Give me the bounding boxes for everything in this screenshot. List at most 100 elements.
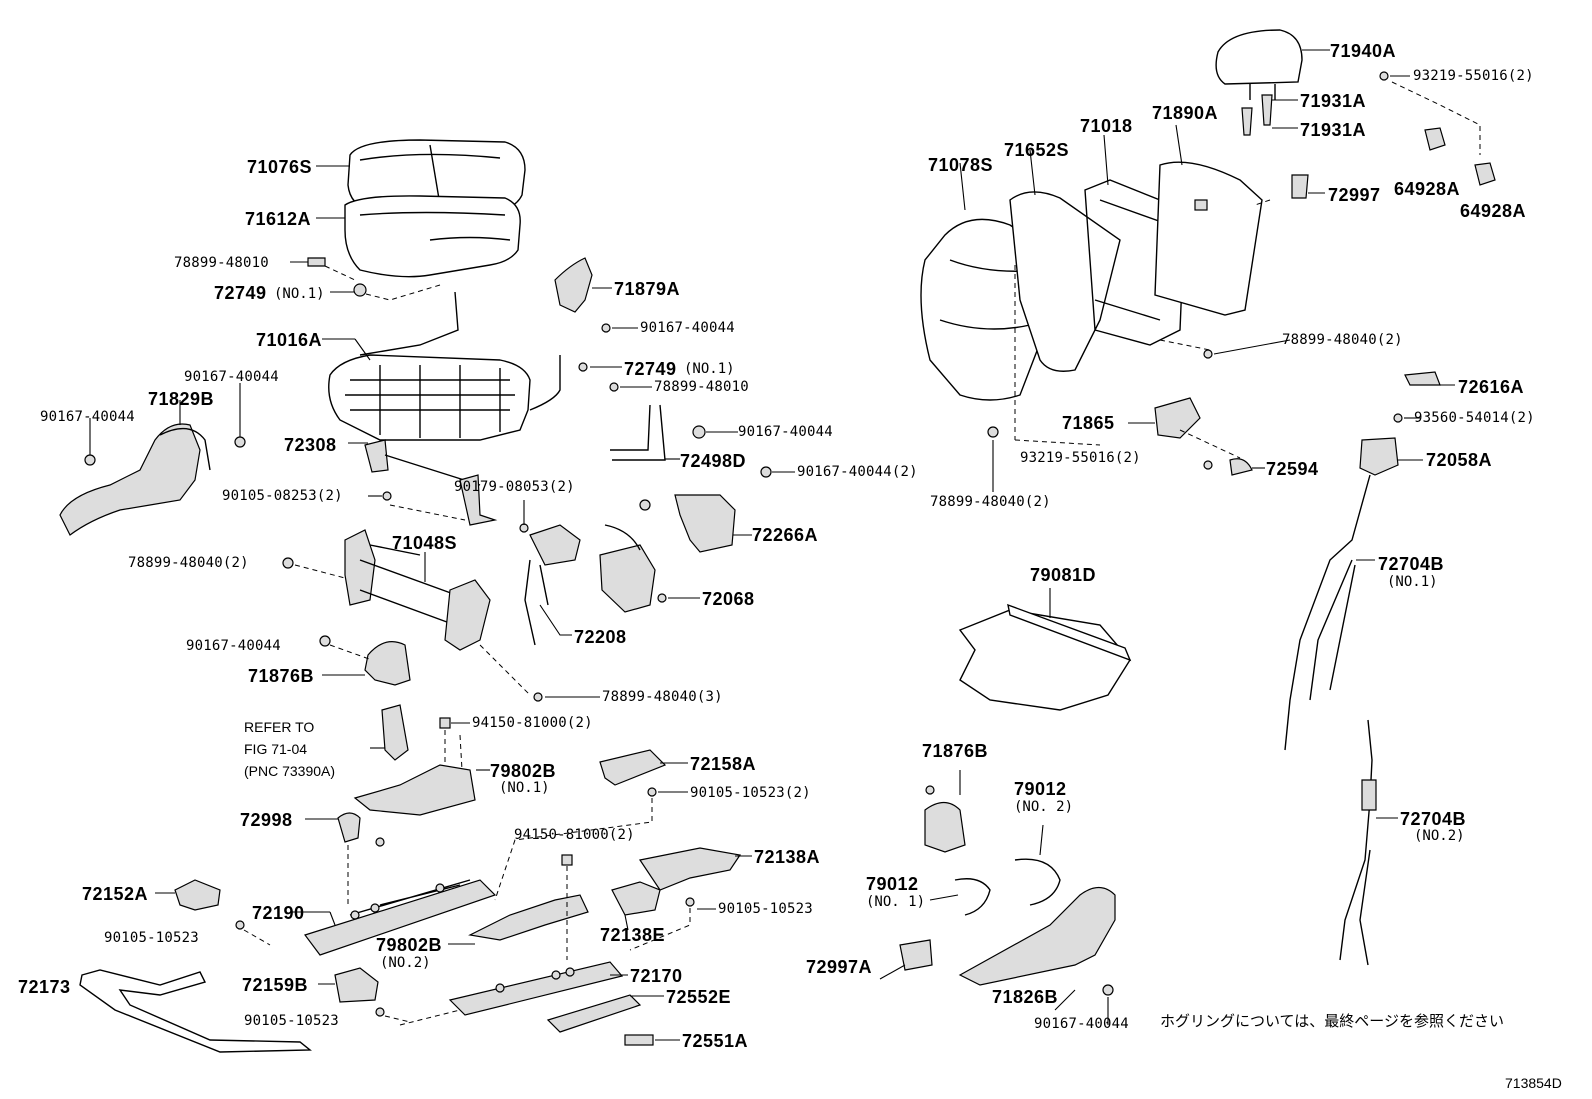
rail-72170	[448, 961, 624, 1016]
callout-72551A: 72551A	[682, 1031, 749, 1051]
callout-72552E: 72552E	[666, 987, 732, 1007]
callout-71876B: 71876B	[922, 741, 989, 761]
callout-71048S: 71048S	[392, 533, 458, 553]
callout-94150-81000: 94150-81000(2)	[472, 715, 593, 731]
callout-90105-10523: 90105-10523(2)	[690, 785, 811, 801]
guide-64928A-a	[1424, 127, 1446, 151]
callout-71931A: 71931A	[1300, 120, 1367, 140]
callout-90105-10523: 90105-10523	[718, 901, 813, 917]
headrest-71940A	[1215, 29, 1303, 85]
callout-72749: 72749	[214, 283, 267, 303]
callout-72208: 72208	[574, 627, 627, 647]
callout-71826B: 71826B	[992, 987, 1059, 1007]
callout-qualifier: (NO.1)	[1387, 574, 1438, 590]
callout-71016A: 71016A	[256, 330, 323, 350]
callout-72138E: 72138E	[600, 925, 666, 945]
handle-72058A	[1359, 437, 1399, 476]
cushion-frame	[328, 291, 561, 441]
callout-qualifier: (NO.2)	[380, 955, 431, 971]
hog-ring-footnote: ホグリングについては、最終ページを参照ください	[1160, 1012, 1504, 1030]
bracket-72308	[364, 439, 389, 473]
callout-71829B: 71829B	[148, 389, 215, 409]
callout-72158A: 72158A	[690, 754, 757, 774]
callout-90167-40044: 90167-40044	[640, 320, 735, 336]
wire-72173	[79, 969, 312, 1053]
callout-71612A: 71612A	[245, 209, 312, 229]
callout-93560-54014: 93560-54014(2)	[1414, 410, 1535, 426]
buckle	[381, 704, 409, 761]
callout-qualifier: (NO.1)	[499, 780, 550, 796]
lever-71865	[1154, 397, 1201, 439]
callout-90167-40044: 90167-40044(2)	[797, 464, 918, 480]
clip-72997	[1291, 174, 1309, 199]
callout-72138A: 72138A	[754, 847, 821, 867]
callout-79081D: 79081D	[1030, 565, 1097, 585]
refer-note-line3: (PNC 73390A)	[244, 763, 336, 779]
callout-78899-48010: 78899-48010	[174, 255, 269, 271]
callout-90167-40044: 90167-40044	[738, 424, 833, 440]
callout-qualifier: (NO.2)	[1414, 828, 1465, 844]
callout-94150-81000: 94150-81000(2)	[514, 827, 635, 843]
callout-93219-55016: 93219-55016(2)	[1020, 450, 1141, 466]
callout-79012: 79012	[866, 874, 919, 894]
callout-78899-48040: 78899-48040(2)	[1282, 332, 1403, 348]
callout-72058A: 72058A	[1426, 450, 1493, 470]
callout-72170: 72170	[630, 966, 683, 986]
net-79081D	[958, 603, 1132, 711]
rail-72190	[304, 879, 497, 956]
callout-71879A: 71879A	[614, 279, 681, 299]
clip-72997A	[899, 939, 933, 971]
callout-90105-08253: 90105-08253(2)	[222, 488, 343, 504]
callout-72266A: 72266A	[752, 525, 819, 545]
seatback-pad-71652S	[1009, 191, 1121, 372]
callout-qualifier: (NO. 2)	[1014, 799, 1074, 815]
bracket-79802B-no2	[468, 894, 589, 941]
callout-93219-55016: 93219-55016(2)	[1413, 68, 1534, 84]
bracket-72266A	[674, 494, 736, 553]
callout-64928A: 64928A	[1460, 201, 1527, 221]
callout-79802B: 79802B	[490, 761, 557, 781]
callout-72308: 72308	[284, 435, 337, 455]
shield-71876B-right	[924, 801, 966, 853]
callout-72997: 72997	[1328, 185, 1381, 205]
callout-71931A: 71931A	[1300, 91, 1367, 111]
back-board-71890A	[1154, 161, 1263, 316]
callout-71018: 71018	[1080, 116, 1133, 136]
refer-note-line2: FIG 71-04	[244, 741, 308, 757]
callout-72152A: 72152A	[82, 884, 149, 904]
callout-72498D: 72498D	[680, 451, 747, 471]
shield-71876B	[364, 641, 411, 686]
guide-64928A-b	[1474, 162, 1496, 186]
callout-79802B: 79802B	[376, 935, 443, 955]
side-cover-71829B	[59, 423, 211, 536]
ring-79012-no2	[1014, 858, 1061, 906]
callout-78899-48040: 78899-48040(2)	[128, 555, 249, 571]
callout-72159B: 72159B	[242, 975, 309, 995]
callout-qualifier: (NO. 1)	[866, 894, 926, 910]
bracket-79802B-no1	[353, 764, 476, 816]
cap-72152A	[174, 879, 221, 911]
illustration-code: 713854D	[1505, 1075, 1562, 1091]
callout-71076S: 71076S	[247, 157, 313, 177]
cover-71826B	[958, 886, 1116, 986]
bracket-71879A	[554, 257, 593, 313]
callout-71876B: 71876B	[248, 666, 315, 686]
callout-90105-10523: 90105-10523	[104, 930, 199, 946]
cover-72158A	[599, 749, 667, 786]
callout-72997A: 72997A	[806, 957, 873, 977]
seat-cushion-pad	[344, 195, 521, 278]
callout-64928A: 64928A	[1394, 179, 1461, 199]
callout-72749: 72749	[624, 359, 677, 379]
callout-72704B: 72704B	[1400, 809, 1467, 829]
callout-90179-08053: 90179-08053(2)	[454, 479, 575, 495]
callout-79012: 79012	[1014, 779, 1067, 799]
recliner-track-71048S	[344, 529, 491, 651]
callout-72068: 72068	[702, 589, 755, 609]
callout-71865: 71865	[1062, 413, 1115, 433]
callout-78899-48040: 78899-48040(3)	[602, 689, 723, 705]
callout-72616A: 72616A	[1458, 377, 1525, 397]
cover-72552E	[546, 994, 642, 1033]
callout-71652S: 71652S	[1004, 140, 1070, 160]
